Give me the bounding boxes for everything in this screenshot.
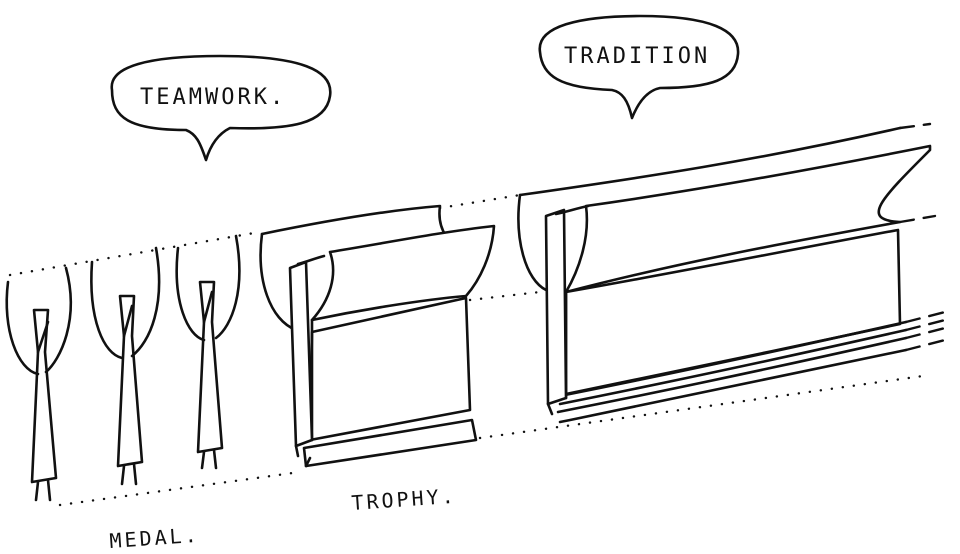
medal-figure-3 xyxy=(175,234,241,470)
medal-figure-2 xyxy=(90,246,161,486)
bottom-dotted-guide-right xyxy=(478,373,932,440)
bottom-dotted-guide xyxy=(58,470,302,507)
medal-figure-1 xyxy=(5,266,72,502)
middle-dotted-guide xyxy=(468,290,542,302)
tradition-label: TRADITION xyxy=(564,44,710,69)
teamwork-label: TEAMWORK. xyxy=(140,85,286,110)
tradition-speech-bubble xyxy=(538,14,740,120)
trophy-label: TROPHY. xyxy=(351,484,458,515)
trophy-block xyxy=(259,204,496,468)
medal-label: MEDAL. xyxy=(109,523,201,553)
tradition-block xyxy=(517,122,947,424)
top-dotted-guide xyxy=(8,230,262,277)
teamwork-speech-bubble xyxy=(110,54,332,162)
upper-dotted-guide-mid xyxy=(438,193,522,210)
